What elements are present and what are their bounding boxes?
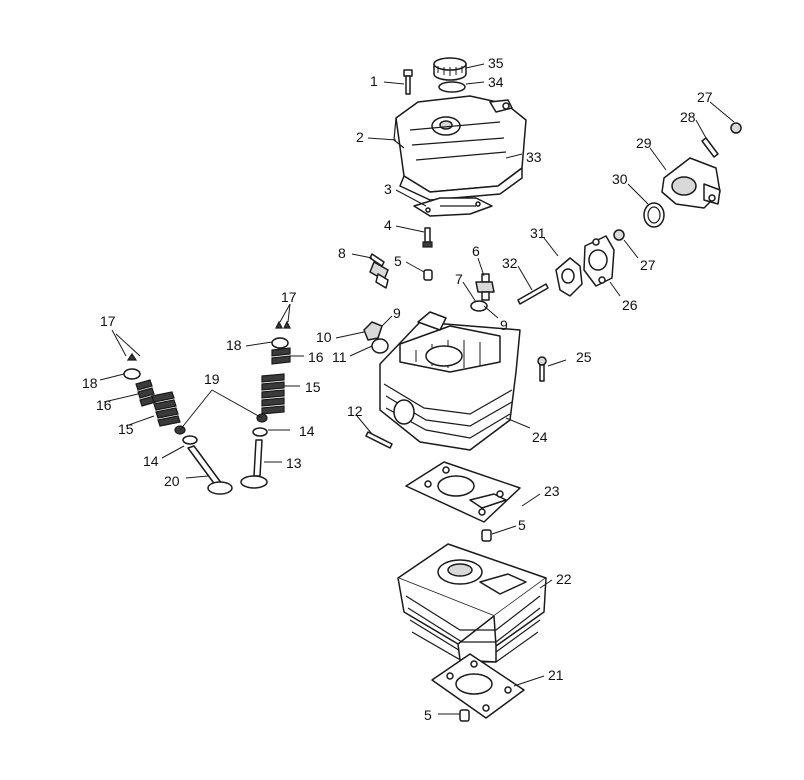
spark-plug-8 [369,253,389,289]
callout-22: 22 [556,571,572,587]
callout-18-left: 18 [82,375,98,391]
intake-valve-13 [240,439,268,489]
o-ring-11 [371,338,389,354]
callout-8: 8 [338,245,346,261]
dowel-pin-5-lower [459,709,470,722]
callout-29: 29 [636,135,652,151]
callout-5-upper: 5 [394,253,402,269]
callout-17-left: 17 [100,313,116,329]
bolt-27-top [730,122,742,134]
retainer-18-left [123,368,141,380]
o-ring-30 [643,202,665,228]
callout-17-right: 17 [281,289,297,305]
insulator-26 [583,235,615,287]
gasket-31 [555,257,583,297]
fitting-6 [475,273,495,301]
callout-21: 21 [548,667,564,683]
cylinder-22 [397,543,547,663]
callout-7: 7 [455,271,463,287]
dowel-pin-5-upper [423,269,433,281]
oil-filler-cap-35 [433,57,467,81]
exhaust-valve-20 [187,445,233,495]
leader-lines [99,63,735,715]
cylinder-head-24 [379,311,521,451]
callout-26: 26 [622,297,638,313]
callout-35: 35 [488,55,504,71]
callout-4: 4 [384,217,392,233]
callout-6: 6 [472,243,480,259]
intake-manifold-29 [661,157,721,209]
bolt-1 [403,69,413,95]
callout-1: 1 [370,73,378,89]
retainer-18-right [271,337,289,349]
callout-5-lower: 5 [424,707,432,723]
callout-15-left: 15 [118,421,134,437]
bolt-25 [537,356,547,382]
dowel-pin-5-middle [481,529,492,542]
callout-32: 32 [502,255,518,271]
callout-33: 33 [526,149,542,165]
callout-20: 20 [164,473,180,489]
nut-27-lower [613,229,625,241]
washer-7 [470,300,488,312]
callout-28: 28 [680,109,696,125]
valve-cotter-17-left [126,352,138,361]
callout-labels: 1 2 3 4 5 6 7 8 9 9 10 11 12 13 14 14 15… [82,55,713,723]
callout-14-left: 14 [143,453,159,469]
spring-16-left [135,379,157,407]
callout-14-right: 14 [299,423,315,439]
breather-plate-3 [413,197,493,217]
callout-9-left: 9 [393,305,401,321]
callout-19: 19 [204,371,220,387]
callout-16-right: 16 [308,349,324,365]
head-gasket-23 [405,461,521,523]
callout-16-left: 16 [96,397,112,413]
dowel-12 [365,431,393,449]
o-ring-34 [438,81,466,93]
callout-27-top: 27 [697,89,713,105]
washer-14-left [182,435,198,445]
spring-16-right [271,347,291,365]
base-gasket-21 [431,653,525,719]
washer-14-right [252,427,268,437]
callout-12: 12 [347,403,363,419]
callout-9-right: 9 [500,317,508,333]
callout-25: 25 [576,349,592,365]
callout-30: 30 [612,171,628,187]
callout-3: 3 [384,181,392,197]
screw-4 [422,227,433,248]
stud-32 [517,283,549,305]
callout-23: 23 [544,483,560,499]
callout-34: 34 [488,74,504,90]
callout-27-lower: 27 [640,257,656,273]
callout-5-middle: 5 [518,517,526,533]
cylinder-head-cover-2 [393,95,527,201]
callout-24: 24 [532,429,548,445]
valve-cotter-17-right [275,320,291,329]
spring-15-left [151,391,181,427]
callout-10: 10 [316,329,332,345]
spring-15-right [261,373,285,415]
callout-31: 31 [530,225,546,241]
callout-2: 2 [356,129,364,145]
callout-15-right: 15 [305,379,321,395]
plug-10 [363,321,383,341]
callout-11: 11 [332,349,347,365]
callout-18-right: 18 [226,337,242,353]
callout-13: 13 [286,455,302,471]
stud-28 [701,137,719,158]
